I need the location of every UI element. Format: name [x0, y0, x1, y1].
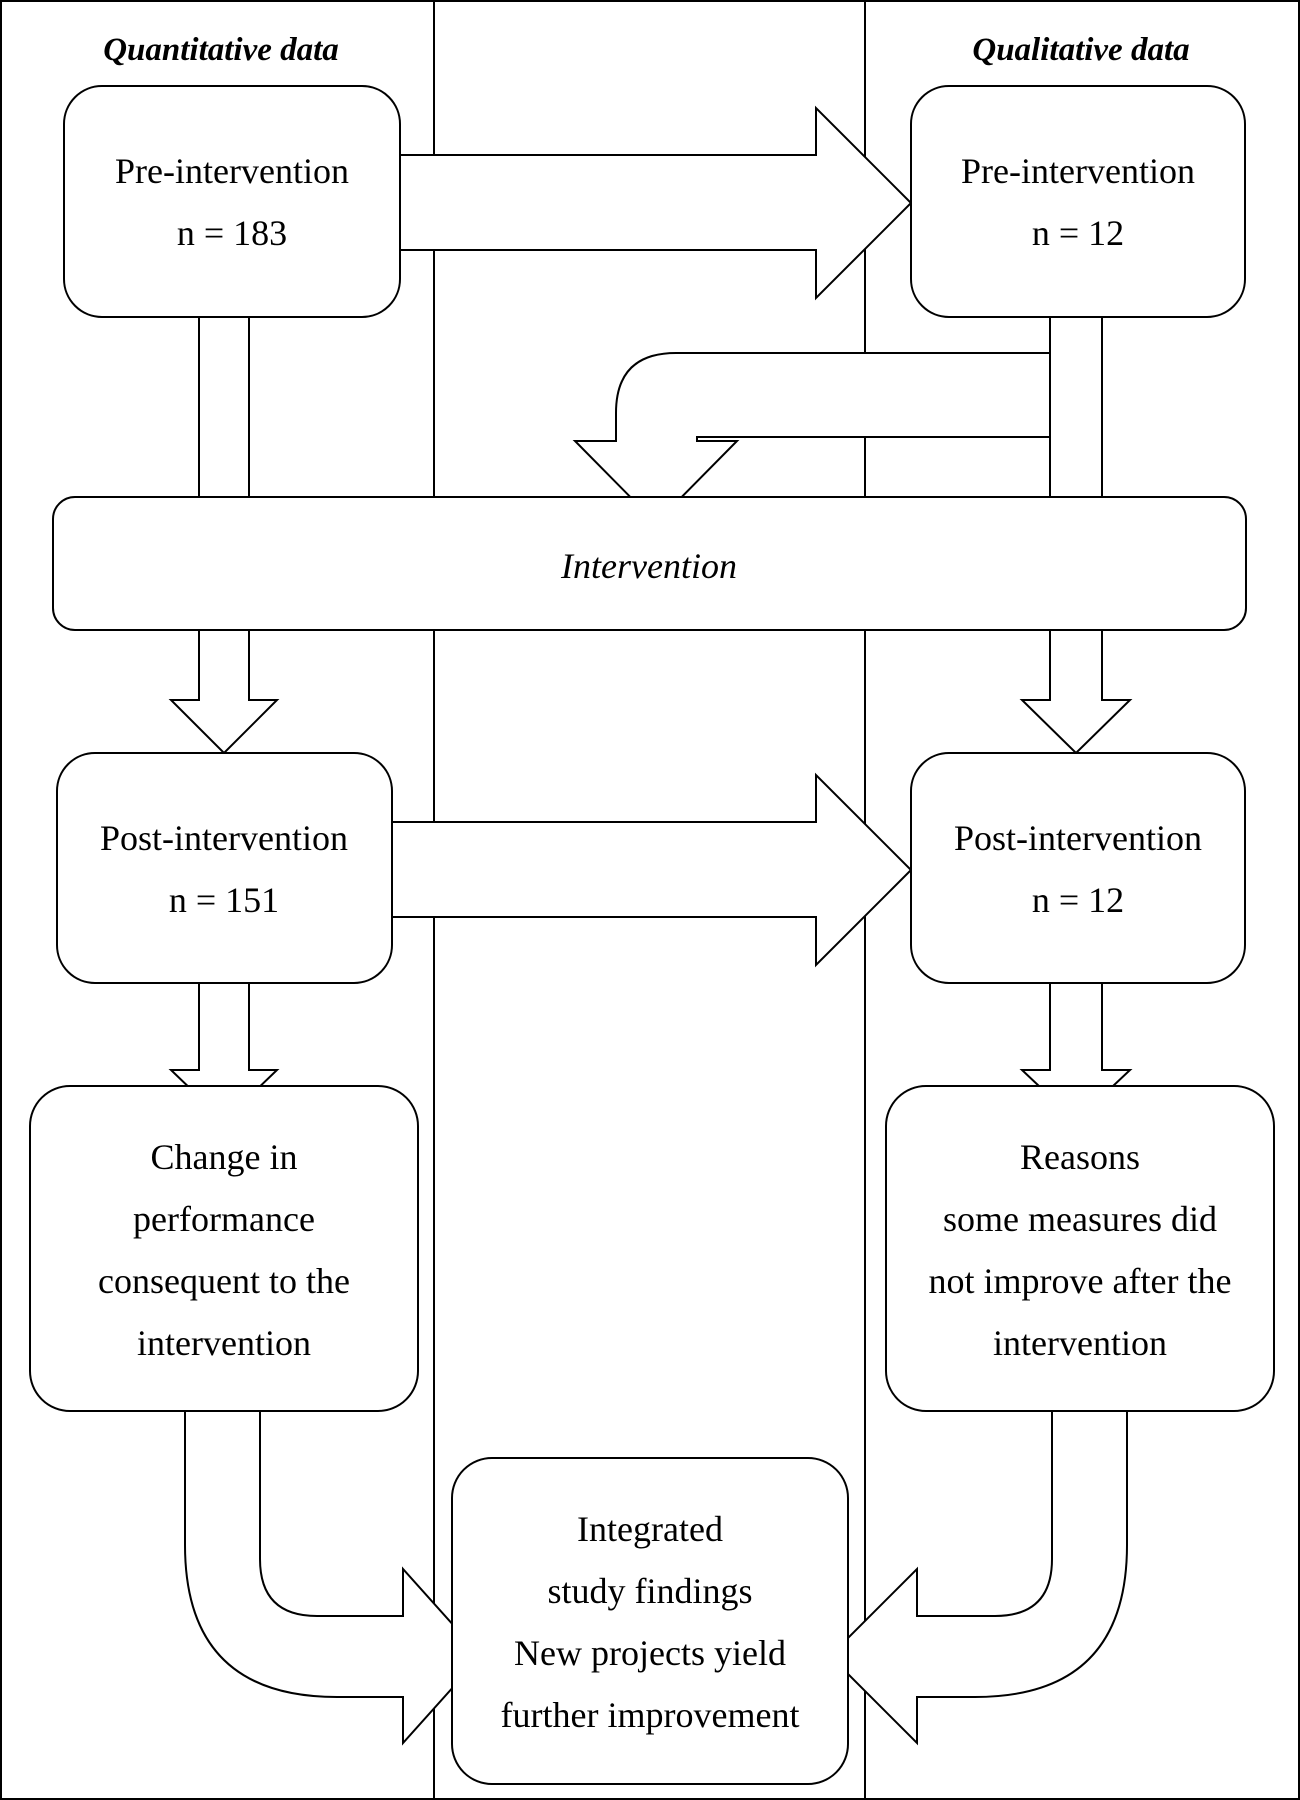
- integrated-line-2: study findings: [547, 1571, 752, 1611]
- box-qual-pre: [910, 85, 1246, 318]
- arrow-post-to-post: [391, 772, 913, 968]
- box-quant-change: [29, 1085, 419, 1412]
- qual-post-count: n = 12: [1032, 880, 1124, 920]
- integrated-line-1: Integrated: [577, 1509, 723, 1549]
- arrow-change-to-integrated: [184, 1403, 483, 1746]
- connector-qual-pre-to-intervention: [1049, 316, 1103, 503]
- arrow-pre-to-pre: [398, 105, 913, 301]
- box-quant-pre: [63, 85, 401, 318]
- box-qual-reasons: [885, 1085, 1275, 1412]
- box-integrated-findings: [451, 1457, 849, 1785]
- integrated-line-3: New projects yield: [514, 1633, 786, 1673]
- intervention-label: Intervention: [560, 546, 737, 586]
- qual-pre-label: Pre-intervention: [961, 151, 1195, 191]
- qual-reasons-line-2: some measures did: [943, 1199, 1217, 1239]
- qual-reasons-line-3: not improve after the: [929, 1261, 1232, 1301]
- qual-pre-count: n = 12: [1032, 213, 1124, 253]
- qual-post-label: Post-intervention: [954, 818, 1202, 858]
- integrated-line-4: further improvement: [501, 1695, 800, 1735]
- box-qual-post: [910, 752, 1246, 984]
- qual-reasons-line-4: intervention: [993, 1323, 1167, 1363]
- box-quant-post: [56, 752, 393, 984]
- connector-quant-pre-to-intervention: [198, 316, 250, 503]
- arrow-qual-pre-to-intervention: [572, 352, 1051, 525]
- quant-post-count: n = 151: [169, 880, 279, 920]
- arrow-intervention-to-qual-post: [1019, 627, 1133, 755]
- arrow-reasons-to-integrated: [828, 1403, 1128, 1746]
- arrow-intervention-to-quant-post: [168, 627, 280, 755]
- box-intervention: [52, 496, 1247, 631]
- quant-change-line-2: performance: [133, 1199, 315, 1239]
- header-quantitative: Quantitative data: [103, 32, 339, 68]
- quant-change-line-1: Change in: [151, 1137, 298, 1177]
- quant-pre-label: Pre-intervention: [115, 151, 349, 191]
- quant-pre-count: n = 183: [177, 213, 287, 253]
- header-qualitative: Qualitative data: [972, 32, 1189, 68]
- qual-reasons-line-1: Reasons: [1020, 1137, 1140, 1177]
- quant-change-line-4: intervention: [137, 1323, 311, 1363]
- quant-change-line-3: consequent to the: [98, 1261, 350, 1301]
- quant-post-label: Post-intervention: [100, 818, 348, 858]
